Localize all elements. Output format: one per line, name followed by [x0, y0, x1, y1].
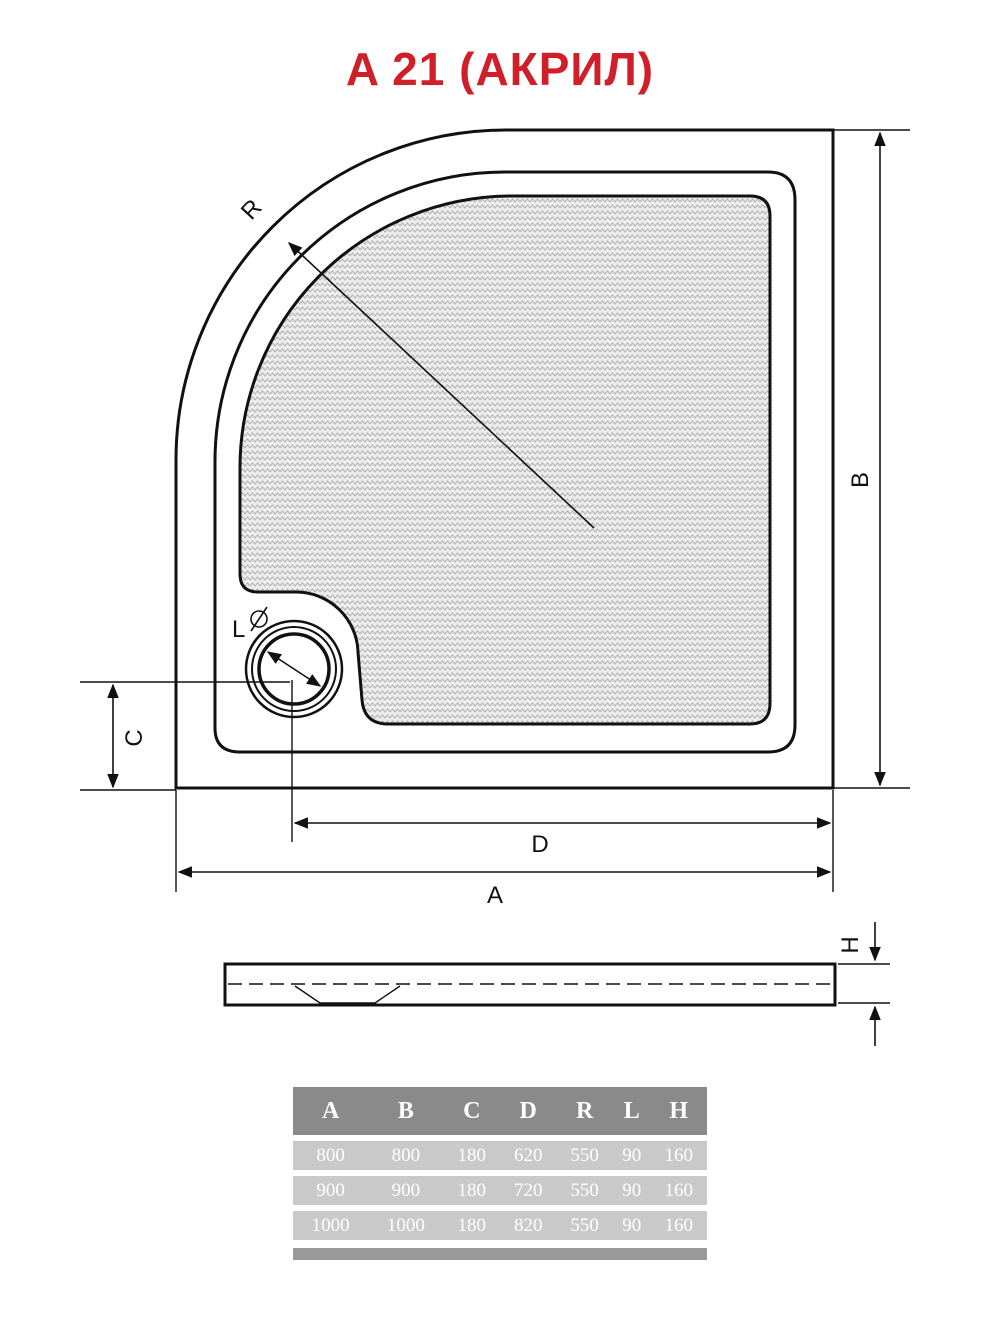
- column-header: D: [499, 1087, 557, 1135]
- dimension-label-a: A: [487, 882, 503, 909]
- table-cell: 900: [293, 1170, 369, 1205]
- table-cell: 800: [368, 1135, 444, 1170]
- table-cell: 180: [443, 1135, 500, 1170]
- table-cell: 1000: [293, 1205, 369, 1240]
- diameter-symbol-icon: [250, 606, 268, 632]
- table-cell: 550: [556, 1205, 613, 1240]
- dimension-label-b: B: [847, 472, 874, 488]
- table-cell: 1000: [368, 1205, 444, 1240]
- table-cell: 90: [612, 1170, 651, 1205]
- table-row: 800 800 180 620 550 90 160: [293, 1135, 707, 1170]
- column-header: R: [556, 1087, 613, 1135]
- table-cell: 180: [443, 1170, 500, 1205]
- tray-side-profile: [223, 962, 837, 1007]
- dimension-label-c: C: [121, 729, 148, 746]
- column-header: L: [612, 1087, 651, 1135]
- product-title: A 21 (АКРИЛ): [345, 43, 655, 95]
- table-cell: 160: [650, 1205, 707, 1240]
- tray-inner-rim: [213, 170, 797, 754]
- dimension-label-d: D: [531, 831, 548, 858]
- table-cell: 550: [556, 1135, 613, 1170]
- table-row: 1000 1000 180 820 550 90 160: [293, 1205, 707, 1240]
- table-footer-bar: [293, 1248, 707, 1260]
- column-header: C: [443, 1087, 500, 1135]
- table-header-row: A B C D R L H: [293, 1087, 707, 1135]
- table-cell: 90: [612, 1135, 651, 1170]
- table-cell: 160: [650, 1135, 707, 1170]
- column-header: A: [293, 1087, 369, 1135]
- table-cell: 180: [443, 1205, 500, 1240]
- dimension-label-l: L: [232, 616, 245, 643]
- dimension-label-r: R: [236, 194, 268, 225]
- table-cell: 90: [612, 1205, 651, 1240]
- column-header: H: [650, 1087, 707, 1135]
- table-cell: 820: [499, 1205, 557, 1240]
- table-row: 900 900 180 720 550 90 160: [293, 1170, 707, 1205]
- drain-outlet: [244, 619, 344, 719]
- radius-dimension-line: [287, 242, 595, 529]
- table-cell: 800: [293, 1135, 369, 1170]
- table-cell: 160: [650, 1170, 707, 1205]
- column-header: B: [368, 1087, 444, 1135]
- table-cell: 550: [556, 1170, 613, 1205]
- table-cell: 720: [499, 1170, 557, 1205]
- table-cell: 900: [368, 1170, 444, 1205]
- dimensions-table: A B C D R L H 800 800 180 620 550 90 160…: [293, 1087, 707, 1240]
- table-cell: 620: [499, 1135, 557, 1170]
- tray-textured-floor: [238, 194, 772, 726]
- dimension-label-h: H: [837, 936, 864, 953]
